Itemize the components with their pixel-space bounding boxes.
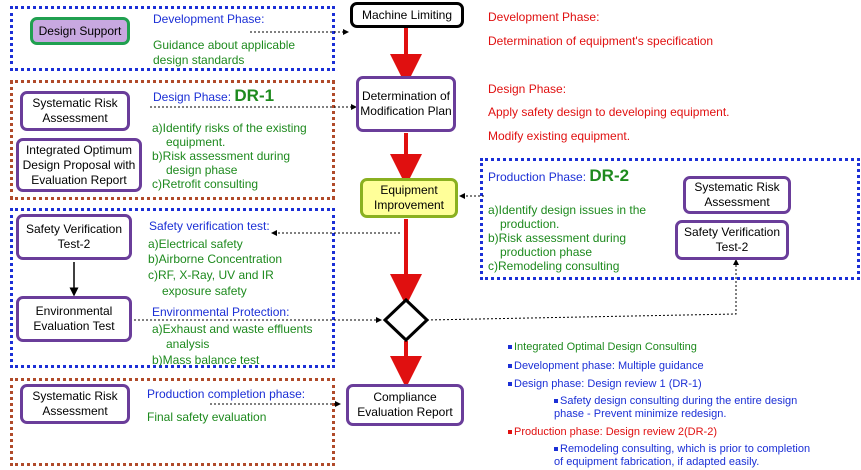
production-completion-title: Production completion phase:: [147, 387, 306, 401]
env-item-a2: analysis: [166, 337, 210, 351]
legend-bullet-icon: [508, 364, 512, 369]
production-phase-title: Production Phase: DR-2: [488, 166, 629, 186]
machine-limiting-box: Machine Limiting: [350, 2, 464, 28]
integrated-optimum-design-box: Integrated Optimum Design Proposal with …: [16, 138, 142, 192]
final-safety-evaluation: Final safety evaluation: [147, 410, 267, 424]
production-phase-label: Production Phase:: [488, 170, 587, 184]
design-phase-frame: [10, 80, 335, 200]
legend-line-4a: Safety design consulting during the enti…: [554, 395, 797, 408]
design-phase-label: Design Phase:: [153, 90, 232, 104]
safety-verification-title: Safety verification test:: [149, 219, 270, 233]
environmental-evaluation-test-box: Environmental Evaluation Test: [16, 296, 132, 342]
legend-line-2: Development phase: Multiple guidance: [508, 360, 704, 373]
production-item-a2: production.: [500, 217, 560, 231]
legend-text-5: Production phase: Design review 2(DR-2): [514, 426, 717, 438]
safety-item-c2: exposure safety: [162, 284, 247, 298]
design-item-a: a)Identify risks of the existing: [152, 121, 307, 135]
development-phase-title: Development Phase:: [153, 12, 265, 26]
equipment-improvement-box: Equipment Improvement: [360, 178, 458, 218]
environmental-protection-title: Environmental Protection:: [152, 305, 290, 319]
legend-text-6a: Remodeling consulting, which is prior to…: [560, 443, 811, 455]
safety-item-b: b)Airborne Concentration: [148, 252, 283, 266]
safety-item-c: c)RF, X-Ray, UV and IR: [148, 268, 274, 282]
design-support-box: Design Support: [30, 17, 130, 45]
legend-text-4a: Safety design consulting during the enti…: [560, 395, 798, 407]
legend-text-1: Integrated Optimal Design Consulting: [514, 341, 697, 353]
production-completion-frame: [10, 378, 335, 466]
legend-text-6b: of equipment fabrication, if adapted eas…: [554, 456, 760, 468]
legend-text-4b: phase - Prevent minimize redesign.: [554, 408, 727, 420]
design-item-a2: equipment.: [166, 135, 226, 149]
legend-bullet-icon: [508, 382, 512, 387]
production-item-a: a)Identify design issues in the: [488, 203, 647, 217]
right-dev-title: Development Phase:: [488, 10, 600, 24]
right-design-text-1: Apply safety design to developing equipm…: [488, 105, 730, 119]
safety-verification-test-box-1: Safety Verification Test-2: [16, 214, 132, 260]
legend-bullet-icon: [508, 345, 512, 350]
design-item-c: c)Retrofit consulting: [152, 177, 259, 191]
safety-verification-frame: [10, 208, 335, 368]
decision-diamond: [382, 297, 430, 343]
production-item-b: b)Risk assessment during: [488, 231, 627, 245]
systematic-risk-assessment-box-3: Systematic Risk Assessment: [20, 384, 130, 424]
legend-line-1: Integrated Optimal Design Consulting: [508, 341, 697, 354]
safety-item-a: a)Electrical safety: [148, 237, 243, 251]
legend-text-2: Development phase: Multiple guidance: [514, 360, 704, 372]
dr2-label: DR-2: [589, 166, 630, 185]
right-design-title: Design Phase:: [488, 82, 567, 96]
compliance-evaluation-report-box: Compliance Evaluation Report: [346, 384, 464, 426]
legend-line-3: Design phase: Design review 1 (DR-1): [508, 378, 702, 391]
right-dev-text: Determination of equipment's specificati…: [488, 34, 714, 48]
legend-bullet-icon: [554, 399, 558, 404]
design-item-b: b)Risk assessment during: [152, 149, 291, 163]
guidance-line-2: design standards: [153, 53, 245, 67]
systematic-risk-assessment-box-2: Systematic Risk Assessment: [683, 176, 791, 214]
legend-bullet-icon: [554, 447, 558, 452]
development-phase-frame: [10, 6, 335, 71]
dr1-label: DR-1: [234, 86, 275, 105]
legend-line-6b: of equipment fabrication, if adapted eas…: [554, 456, 759, 469]
dotted-diamond-to-dr2: [426, 259, 739, 321]
legend-bullet-icon: [508, 430, 512, 435]
production-item-c: c)Remodeling consulting: [488, 259, 620, 273]
design-phase-title: Design Phase: DR-1: [153, 86, 274, 106]
design-item-b2: design phase: [166, 163, 238, 177]
production-item-b2: production phase: [500, 245, 593, 259]
systematic-risk-assessment-box-1: Systematic Risk Assessment: [20, 91, 130, 131]
modification-plan-box: Determination of Modification Plan: [356, 76, 456, 132]
safety-verification-test-box-2: Safety Verification Test-2: [675, 220, 789, 260]
legend-line-6a: Remodeling consulting, which is prior to…: [554, 443, 810, 456]
env-item-a: a)Exhaust and waste effluents: [152, 322, 313, 336]
production-phase-frame: [480, 158, 860, 280]
guidance-line-1: Guidance about applicable: [153, 38, 296, 52]
right-design-text-2: Modify existing equipment.: [488, 129, 631, 143]
legend-line-5: Production phase: Design review 2(DR-2): [508, 426, 717, 439]
legend-text-3: Design phase: Design review 1 (DR-1): [514, 378, 702, 390]
legend-line-4b: phase - Prevent minimize redesign.: [554, 408, 726, 421]
env-item-b: b)Mass balance test: [152, 353, 260, 367]
